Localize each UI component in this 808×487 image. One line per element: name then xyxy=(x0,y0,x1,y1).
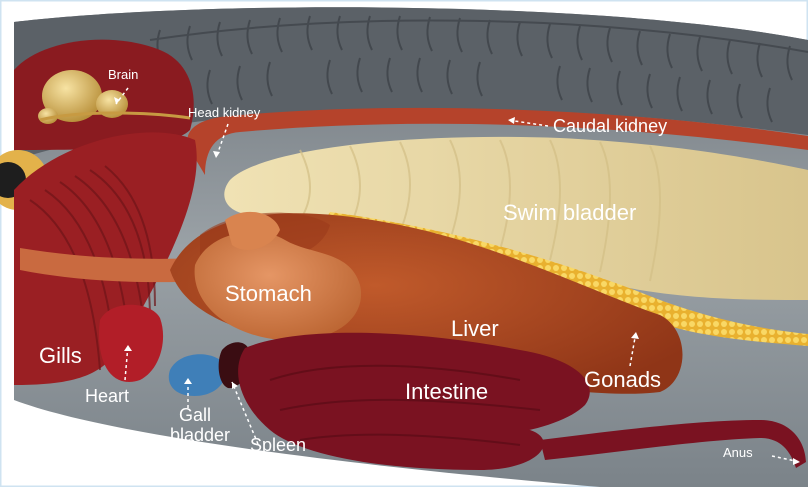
label-gall-bladder: Gall bladder xyxy=(170,406,220,444)
label-gall-bladder-line1: Gall xyxy=(170,406,220,424)
label-swim-bladder: Swim bladder xyxy=(503,202,636,224)
label-heart: Heart xyxy=(85,387,129,405)
label-liver: Liver xyxy=(451,318,499,340)
label-intestine: Intestine xyxy=(405,381,488,403)
label-stomach: Stomach xyxy=(225,283,312,305)
label-gall-bladder-line2: bladder xyxy=(170,426,220,444)
label-caudal-kidney: Caudal kidney xyxy=(553,117,667,135)
label-brain: Brain xyxy=(108,68,138,81)
label-gonads: Gonads xyxy=(584,369,661,391)
label-head-kidney: Head kidney xyxy=(188,106,260,119)
label-anus: Anus xyxy=(723,446,753,459)
label-gills: Gills xyxy=(39,345,82,367)
label-spleen: Spleen xyxy=(250,436,306,454)
